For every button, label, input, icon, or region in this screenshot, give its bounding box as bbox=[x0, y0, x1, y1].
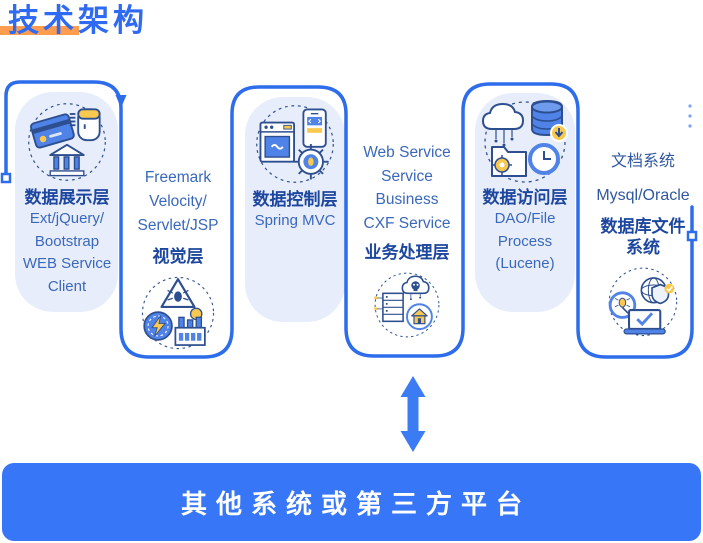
smart-home-icon bbox=[406, 303, 433, 331]
dashed-circle bbox=[256, 105, 334, 183]
layer-line: Velocity/ bbox=[149, 193, 207, 210]
database-download-icon bbox=[531, 99, 568, 142]
layer-line: 文档系统 bbox=[610, 153, 675, 170]
cloud-icon bbox=[481, 102, 525, 147]
layer-line: (Lucene) bbox=[495, 255, 555, 272]
layer-line: Spring MVC bbox=[254, 212, 336, 229]
oven-icon bbox=[259, 121, 295, 163]
layer-line: Servlet/JSP bbox=[137, 217, 219, 234]
bug-warning-icon bbox=[160, 278, 196, 309]
layer-line: CXF Service bbox=[363, 214, 451, 232]
title-highlight-bar bbox=[0, 26, 79, 35]
layer-line: Bootstrap bbox=[34, 232, 100, 250]
layer-heading: 数据库文件系统 bbox=[600, 217, 686, 257]
layer-heading: 数据展示层 bbox=[24, 188, 110, 207]
page-title-block: 技术架构 bbox=[0, 2, 148, 40]
dotted-trail bbox=[688, 104, 692, 128]
column-display-layer: 数据展示层 Ext/jQuery/ Bootstrap WEB Service … bbox=[13, 100, 121, 298]
flow-arrowhead bbox=[115, 95, 127, 108]
server-rack-icon bbox=[374, 292, 404, 323]
display-layer-icons bbox=[28, 103, 106, 181]
db-file-layer-icons bbox=[608, 267, 678, 337]
page-title: 技术架构 bbox=[8, 3, 148, 38]
clock-icon bbox=[528, 143, 560, 175]
bank-icon bbox=[49, 143, 85, 177]
business-layer-icons bbox=[374, 272, 440, 338]
layer-line: Web Service bbox=[363, 144, 451, 161]
layer-line: WEB Service bbox=[22, 255, 112, 272]
layer-heading: 数据访问层 bbox=[482, 188, 568, 207]
column-business-layer: Web Service Service Business CXF Service… bbox=[351, 141, 463, 340]
layer-line: Client bbox=[47, 277, 87, 295]
dashed-circle bbox=[141, 276, 215, 350]
flow-line bbox=[4, 80, 694, 359]
layer-line: Business bbox=[375, 191, 439, 208]
flow-node-start bbox=[0, 172, 12, 184]
layer-line: Ext/jQuery/ bbox=[29, 210, 105, 227]
layer-heading: 业务处理层 bbox=[364, 243, 450, 262]
dashed-circle bbox=[484, 101, 566, 183]
column-access-layer: 数据访问层 DAO/File Process (Lucene) bbox=[474, 95, 576, 276]
column-db-file-layer: 文档系统 Mysql/Oracle 数据库文件系统 bbox=[585, 152, 701, 338]
dashed-circle bbox=[28, 103, 106, 181]
control-layer-icons bbox=[256, 105, 334, 183]
layer-line: Mysql/Oracle bbox=[596, 187, 690, 204]
column-control-layer: 数据控制层 Spring MVC bbox=[244, 102, 346, 233]
mobile-code-icon bbox=[302, 108, 327, 148]
layer-line: Process bbox=[497, 232, 553, 250]
layer-line: Freemark bbox=[144, 169, 212, 186]
column-visual-layer: Freemark Velocity/ Servlet/JSP 视觉层 bbox=[122, 166, 234, 352]
folder-gear-icon bbox=[491, 146, 527, 177]
external-platform-bar: 其他系统或第三方平台 bbox=[2, 463, 701, 541]
layer-line: DAO/File bbox=[494, 210, 556, 227]
skull-cloud-icon bbox=[401, 275, 430, 301]
lightning-icon bbox=[143, 311, 173, 341]
layer-heading: 数据控制层 bbox=[252, 190, 338, 209]
layer-line: Service bbox=[381, 167, 433, 185]
flow-node-end bbox=[686, 230, 698, 242]
visual-layer-icons bbox=[141, 276, 215, 350]
layer-heading: 视觉层 bbox=[152, 247, 204, 266]
access-layer-icons bbox=[481, 99, 568, 183]
laptop-check-icon bbox=[623, 309, 666, 335]
dashed-circle bbox=[374, 272, 440, 338]
factory-icon bbox=[174, 316, 206, 346]
id-face-icon bbox=[69, 108, 101, 142]
external-platform-label: 其他系统或第三方平台 bbox=[180, 488, 531, 519]
gear-bug-icon bbox=[293, 144, 329, 180]
bidirectional-arrow bbox=[400, 376, 426, 452]
globe-shield-icon bbox=[640, 277, 675, 305]
